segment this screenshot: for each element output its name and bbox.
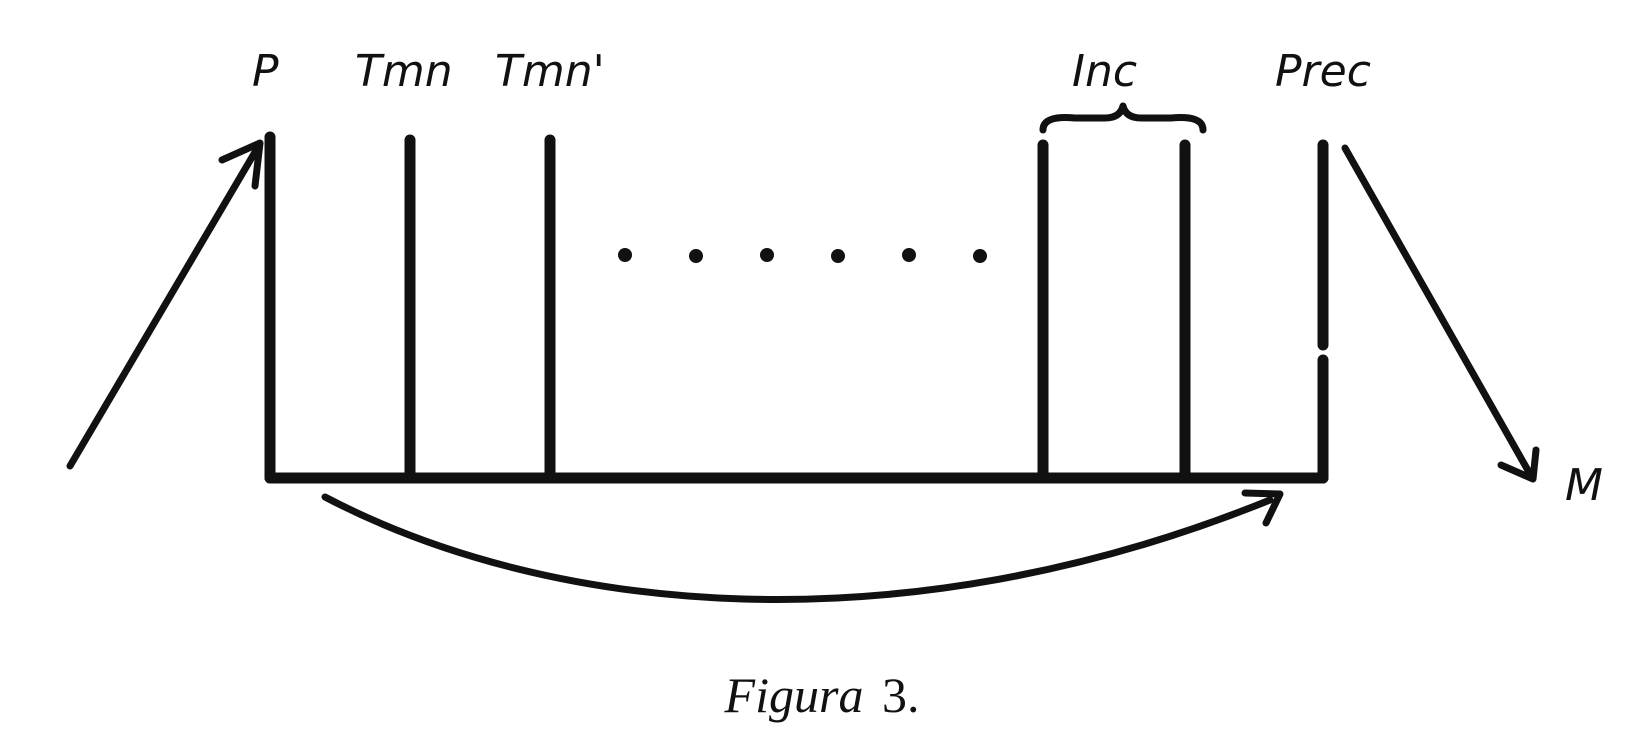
- label-inc: Inc: [1072, 46, 1137, 97]
- ellipsis-dot: [689, 249, 703, 263]
- ellipsis-dots: [618, 248, 987, 263]
- arrow-out-right-head: [1497, 446, 1540, 483]
- inc-brace: [1039, 102, 1207, 134]
- ellipsis-dot: [618, 248, 632, 262]
- label-tmn-prime: Tmn': [495, 46, 605, 97]
- caption-word: Figura: [724, 667, 864, 723]
- arrow-bottom-curve: [321, 493, 1274, 603]
- label-p: P: [252, 46, 279, 97]
- caption-number: 3.: [882, 667, 920, 723]
- label-m: M: [1565, 460, 1603, 511]
- figure-caption: Figura 3.: [724, 667, 920, 723]
- arrow-out-right: [1341, 144, 1534, 478]
- ellipsis-dot: [902, 248, 916, 262]
- label-tmn: Tmn: [355, 46, 453, 97]
- label-prec: Prec: [1275, 46, 1371, 97]
- ellipsis-dot: [973, 249, 987, 263]
- ellipsis-dot: [760, 248, 774, 262]
- arrow-in-left-head: [218, 139, 264, 190]
- arrow-bottom-curve-head: [1241, 489, 1284, 527]
- ellipsis-dot: [831, 249, 845, 263]
- arrow-in-left: [66, 143, 262, 470]
